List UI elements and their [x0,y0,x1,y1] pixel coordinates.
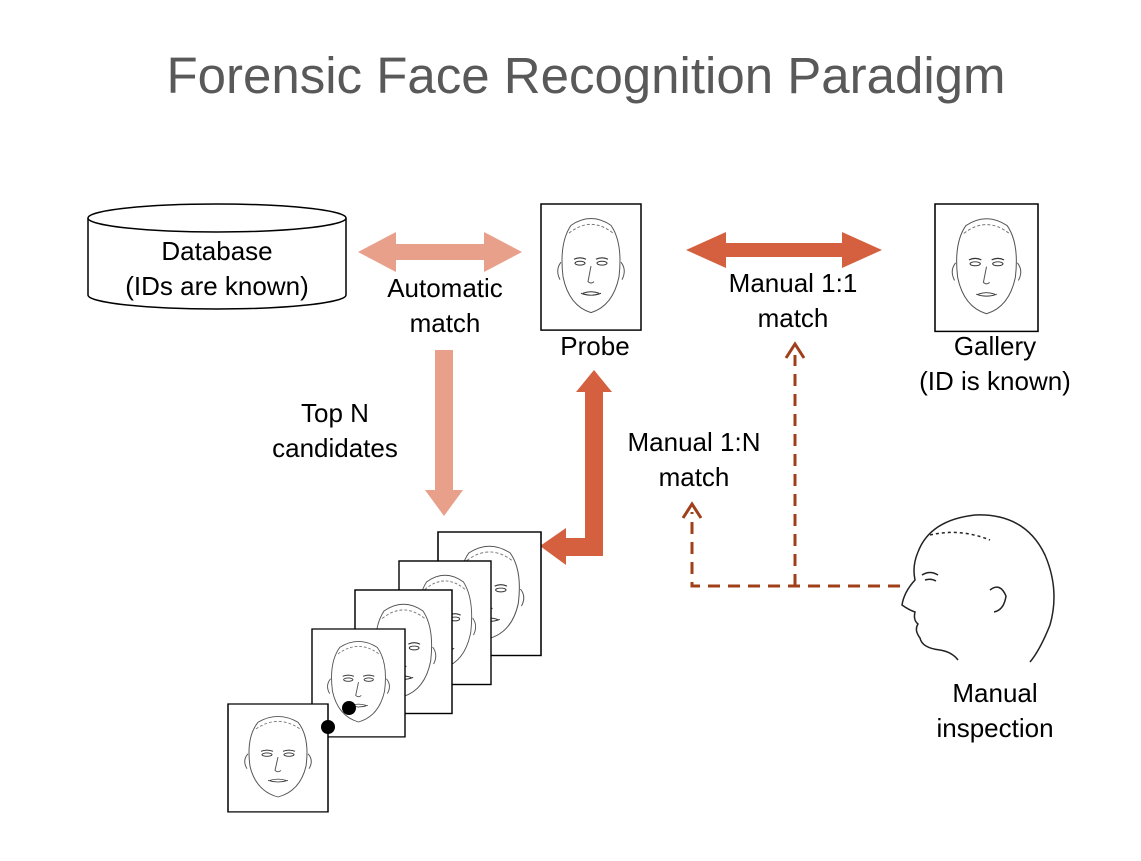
database-note: (IDs are known) [125,271,309,301]
gallery-label: Gallery [953,331,1037,361]
gallery-note: (ID is known) [919,366,1071,396]
head-profile-icon [901,514,1055,663]
automatic-match-arrow [358,232,522,272]
top-n-arrow [425,350,463,516]
manual-1to1-label-1: Manual 1:1 [728,268,858,298]
database-label: Database [161,236,273,266]
inspection-label-1: Manual [952,678,1038,708]
manual-1toN-feedback-arrow [540,370,612,565]
manual-inspection-dashed-arrows [690,355,900,588]
top-n-label-2: candidates [272,433,398,463]
database-cylinder-icon [87,203,347,310]
manual-1toN-label-1: Manual 1:N [627,427,761,457]
manual-1to1-label-2: match [757,303,829,333]
probe-face-icon [540,203,642,331]
inspection-label-2: inspection [936,713,1054,743]
automatic-match-label-1: Automatic [387,273,503,303]
probe-label: Probe [560,331,630,361]
automatic-match-label-2: match [409,308,481,338]
gallery-face-icon [934,203,1039,333]
manual-1toN-label-2: match [658,462,730,492]
manual-1to1-arrow [686,232,882,268]
candidate-stack-icon [227,531,542,813]
slide-title: Forensic Face Recognition Paradigm [166,47,1006,104]
top-n-label-1: Top N [301,398,369,428]
